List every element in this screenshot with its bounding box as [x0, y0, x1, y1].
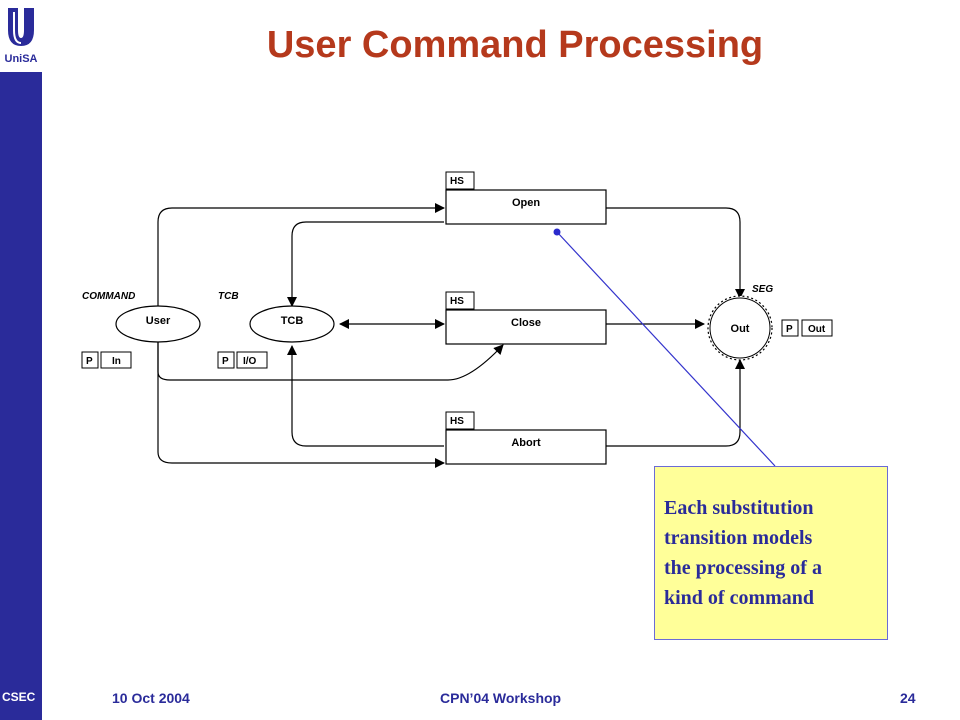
transition-open-name: Open — [512, 197, 540, 209]
note-callout: Each substitution transition models the … — [654, 466, 888, 640]
slide-title: User Command Processing — [266, 24, 764, 66]
place-out-port-kind: Out — [808, 324, 826, 335]
footer-event: CPN’04 Workshop — [440, 690, 562, 706]
place-user: User COMMAND P In — [81, 291, 201, 369]
transition-close-tag: HS — [450, 296, 464, 307]
logo-text: UniSA — [4, 53, 38, 65]
place-tcb-name: TCB — [281, 315, 304, 327]
arc-open-out — [606, 207, 745, 299]
note-pointer-line — [556, 231, 776, 467]
arc-user-open — [157, 203, 445, 308]
transition-close: HS Close — [445, 291, 607, 345]
place-out-name: Out — [731, 323, 750, 335]
place-user-port-kind: In — [112, 356, 121, 367]
footer-org: CSEC — [2, 690, 36, 704]
arc-abort-out — [606, 359, 745, 447]
note-line: Each substitution — [664, 497, 814, 519]
note-pointer-dot — [553, 228, 561, 236]
place-out-port-tag: P — [786, 324, 793, 335]
note-line: transition models — [664, 527, 813, 549]
place-tcb: TCB TCB P I/O — [217, 291, 335, 369]
arcs — [157, 203, 745, 468]
place-tcb-type: TCB — [218, 291, 239, 302]
transition-abort: HS Abort — [445, 411, 607, 465]
transition-abort-name: Abort — [511, 437, 541, 449]
place-out: Out SEG P Out — [707, 284, 833, 361]
transition-abort-tag: HS — [450, 416, 464, 427]
arc-abort-tcb — [287, 345, 444, 447]
transition-close-name: Close — [511, 317, 541, 329]
sidebar-bar — [0, 0, 42, 720]
footer-page-number: 24 — [900, 690, 916, 706]
unisa-logo: UniSA — [0, 0, 42, 72]
place-tcb-port-tag: P — [222, 356, 229, 367]
place-out-type: SEG — [752, 284, 773, 295]
place-tcb-port-kind: I/O — [243, 356, 257, 367]
place-user-type: COMMAND — [82, 291, 135, 302]
transition-open: HS Open — [445, 171, 607, 225]
unisa-logo-icon — [8, 8, 34, 46]
arc-user-close — [157, 340, 504, 381]
note-line: kind of command — [664, 587, 815, 609]
place-user-name: User — [146, 315, 171, 327]
note-line: the processing of a — [664, 557, 822, 579]
arc-user-abort — [157, 340, 445, 468]
transition-open-tag: HS — [450, 176, 464, 187]
footer-date: 10 Oct 2004 — [112, 690, 190, 706]
place-user-port-tag: P — [86, 356, 93, 367]
arc-open-tcb — [287, 221, 444, 307]
